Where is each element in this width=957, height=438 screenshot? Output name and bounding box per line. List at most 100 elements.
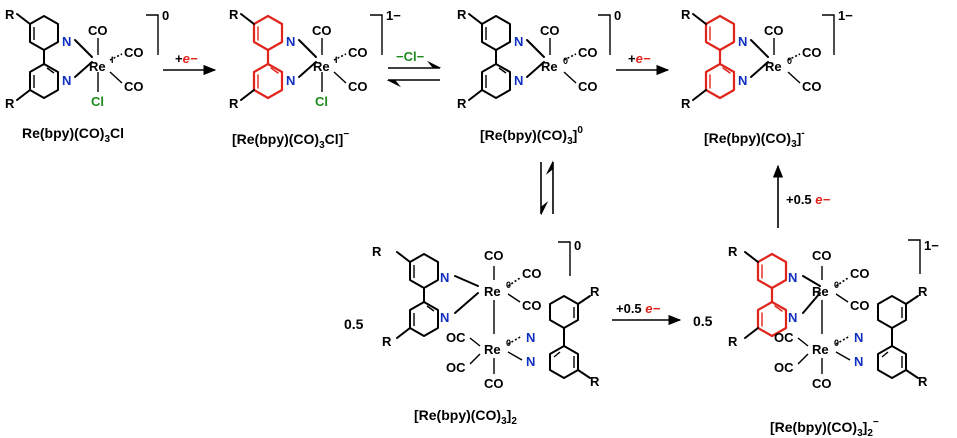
nitrogen-label: N	[738, 73, 747, 88]
co-ligand: CO	[540, 23, 560, 38]
caption-re-bpy-co3-anion: [Re(bpy)(CO)3]-	[704, 128, 805, 150]
molecule-dimer-anion: R R N N Re 0 CO CO CO Re 0 OC OC CO N N …	[728, 238, 939, 391]
arrow-label-2: −Cl−	[396, 49, 425, 64]
co-ligand: CO	[522, 266, 542, 281]
r-substituent: R	[728, 334, 738, 349]
nitrogen-label: N	[286, 34, 295, 49]
arrow-label-5: +0.5 e−	[786, 192, 831, 207]
rhenium-label: Re	[313, 59, 330, 74]
rhenium-label: Re	[541, 59, 558, 74]
charge-label: 0	[614, 8, 621, 23]
nitrogen-label: N	[440, 270, 449, 285]
co-ligand: CO	[850, 298, 870, 313]
co-ligand: CO	[802, 45, 822, 60]
r-substituent: R	[681, 96, 691, 111]
r-substituent: R	[728, 244, 738, 259]
co-ligand: CO	[802, 79, 822, 94]
r-substituent: R	[457, 96, 467, 111]
dimerization-equilibrium	[540, 160, 554, 216]
oxidation-state: 0	[506, 280, 511, 290]
rhenium-label: Re	[484, 284, 501, 299]
r-substituent: R	[590, 374, 600, 389]
oc-ligand: OC	[446, 330, 466, 345]
nitrogen-label: N	[738, 34, 747, 49]
nitrogen-label: N	[62, 34, 71, 49]
arrow-label-3: +e−	[628, 51, 651, 66]
chloride-label: Cl	[91, 94, 104, 109]
caption-re-bpy-co3-cl-anion: [Re(bpy)(CO)3Cl]−	[232, 129, 349, 151]
caption-re-bpy-co3-cl: Re(bpy)(CO)3Cl	[22, 125, 124, 145]
co-ligand: CO	[484, 376, 504, 391]
r-substituent: R	[590, 284, 600, 299]
oxidation-state: I	[335, 55, 338, 65]
nitrogen-label: N	[788, 270, 797, 285]
charge-label: 1−	[924, 238, 939, 253]
oxidation-state: I	[111, 55, 114, 65]
co-ligand: CO	[578, 45, 598, 60]
nitrogen-label: N	[526, 354, 535, 369]
oxidation-state: 0	[563, 56, 568, 66]
co-ligand: CO	[348, 45, 368, 60]
oc-ligand: OC	[446, 360, 466, 375]
nitrogen-label: N	[514, 73, 523, 88]
co-ligand: CO	[522, 298, 542, 313]
co-ligand: CO	[124, 45, 144, 60]
co-ligand: CO	[484, 248, 504, 263]
rhenium-label: Re	[89, 59, 106, 74]
r-substituent: R	[918, 374, 928, 389]
co-ligand: CO	[812, 248, 832, 263]
stoichiometry-coefficient: 0.5	[344, 316, 364, 332]
r-substituent: R	[5, 96, 15, 111]
nitrogen-label: N	[286, 73, 295, 88]
caption-dimer-anion: [Re(bpy)(CO)3]2−	[770, 417, 879, 438]
co-ligand: CO	[578, 79, 598, 94]
r-substituent: R	[918, 284, 928, 299]
charge-label: 1−	[838, 8, 853, 23]
co-ligand: CO	[88, 23, 108, 38]
r-substituent: R	[229, 96, 239, 111]
chloride-label: Cl	[315, 94, 328, 109]
molecule-re-bpy-co3-anion: R R N N Re 0 CO CO CO 1− [Re(bpy)(CO)3]-	[681, 7, 853, 150]
r-substituent: R	[382, 334, 392, 349]
co-ligand: CO	[812, 376, 832, 391]
oc-ligand: OC	[774, 360, 794, 375]
oxidation-state: 0	[834, 280, 839, 290]
chloride-loss-equilibrium	[386, 60, 442, 88]
molecule-dimer-neutral: R R N N Re 0 CO CO CO Re 0 OC OC CO N N …	[372, 238, 600, 391]
molecule-re-bpy-co3-cl-anion: R R N N Re I CO CO CO Cl 1− [Re(bpy)(CO)…	[229, 7, 401, 151]
molecule-re-bpy-co3-cl: R R N N Re I CO CO CO Cl 0 Re(bpy)(CO)3C…	[5, 7, 169, 145]
nitrogen-label: N	[854, 354, 863, 369]
nitrogen-label: N	[62, 73, 71, 88]
r-substituent: R	[5, 7, 15, 22]
co-ligand: CO	[348, 79, 368, 94]
oc-ligand: OC	[774, 330, 794, 345]
caption-dimer-neutral: [Re(bpy)(CO)3]2	[414, 407, 517, 427]
arrow-label-4: +0.5 e−	[616, 301, 661, 316]
r-substituent: R	[457, 7, 467, 22]
co-ligand: CO	[312, 23, 332, 38]
molecule-re-bpy-co3-neutral: R R N N Re 0 CO CO CO 0 [Re(bpy)(CO)3]0	[457, 7, 621, 147]
nitrogen-label: N	[526, 330, 535, 345]
rhenium-label: Re	[812, 284, 829, 299]
oxidation-state: 0	[834, 338, 839, 348]
charge-label: 0	[574, 238, 581, 253]
nitrogen-label: N	[440, 310, 449, 325]
r-substituent: R	[681, 7, 691, 22]
r-substituent: R	[372, 244, 382, 259]
rhenium-label: Re	[765, 59, 782, 74]
nitrogen-label: N	[514, 34, 523, 49]
nitrogen-label: N	[854, 330, 863, 345]
arrow-label-1: +e−	[175, 51, 198, 66]
co-ligand: CO	[124, 79, 144, 94]
rhenium-label: Re	[812, 342, 829, 357]
caption-re-bpy-co3-neutral: [Re(bpy)(CO)3]0	[480, 125, 583, 147]
rhenium-label: Re	[484, 342, 501, 357]
nitrogen-label: N	[788, 310, 797, 325]
co-ligand: CO	[764, 23, 784, 38]
r-substituent: R	[229, 7, 239, 22]
stoichiometry-coefficient: 0.5	[693, 313, 713, 329]
charge-label: 1−	[386, 8, 401, 23]
oxidation-state: 0	[506, 338, 511, 348]
charge-label: 0	[162, 8, 169, 23]
